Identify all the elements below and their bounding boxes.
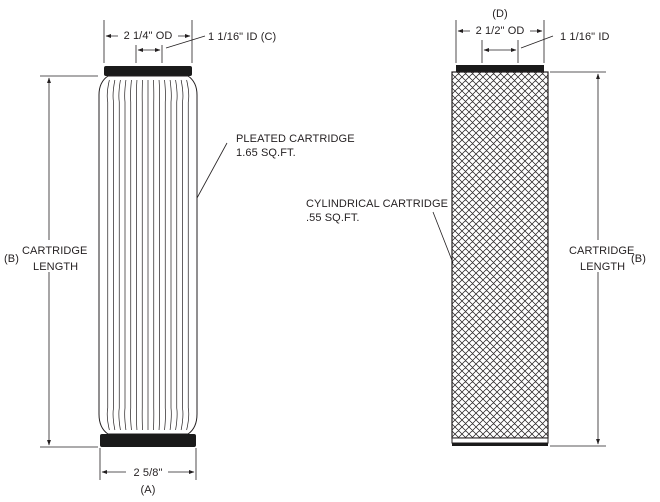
pleat-line <box>124 79 127 431</box>
pleat-line <box>130 79 132 431</box>
pleated-length-ref: (B) <box>4 253 19 265</box>
pleated-length-line1: CARTRIDGE <box>22 245 87 257</box>
pleat-line <box>106 79 110 431</box>
pleat-line <box>180 79 184 431</box>
cylindrical-id-label: 1 1/16" ID <box>560 31 610 43</box>
pleated-id-leader <box>165 35 206 49</box>
cylindrical-bottom-band <box>451 437 549 444</box>
pleated-name-line2: 1.65 SQ.FT. <box>236 147 296 159</box>
pleat-lines <box>106 79 190 431</box>
cylindrical-bottom-cap <box>452 443 548 446</box>
pleated-cartridge: 2 1/4" OD 1 1/16" ID (C) PLEATED CARTRID… <box>4 20 355 496</box>
cylindrical-length-line1: CARTRIDGE <box>569 245 634 257</box>
pleated-bottom-width-label: 2 5/8" <box>134 467 163 479</box>
pleat-line <box>169 79 172 431</box>
cylindrical-name-line2: .55 SQ.FT. <box>306 212 360 224</box>
pleated-bottom-cap <box>100 434 196 447</box>
pleat-line <box>158 79 161 431</box>
cylindrical-top-cap <box>456 65 544 72</box>
cylindrical-length-line2: LENGTH <box>580 261 625 273</box>
cylindrical-top-ref: (D) <box>492 8 508 20</box>
pleat-line <box>112 79 116 431</box>
pleat-line <box>118 79 121 431</box>
pleated-od-label: 2 1/4" OD <box>124 30 173 42</box>
pleat-line <box>164 79 166 431</box>
pleat-line <box>175 79 178 431</box>
cylindrical-mesh-body <box>451 71 549 439</box>
pleated-bottom-ref: (A) <box>141 484 156 496</box>
cylindrical-length-ref: (B) <box>631 253 646 265</box>
pleated-name-line1: PLEATED CARTRIDGE <box>236 133 355 145</box>
cylindrical-id-leader <box>520 35 554 49</box>
cylindrical-od-label: 2 1/2" OD <box>476 25 525 37</box>
pleat-line <box>186 79 190 431</box>
pleated-length-line2: LENGTH <box>33 261 78 273</box>
pleated-top-cap <box>104 66 192 76</box>
pleat-line <box>135 79 138 431</box>
cylindrical-cartridge: (D) 2 1/2" OD 1 1/16" ID CYLINDRICAL CAR… <box>306 8 646 447</box>
pleated-name-leader <box>196 142 228 199</box>
cylindrical-name-line1: CYLINDRICAL CARTRIDGE <box>306 198 448 210</box>
pleated-id-label: 1 1/16" ID (C) <box>208 31 276 43</box>
cylindrical-name-leader <box>432 211 454 264</box>
